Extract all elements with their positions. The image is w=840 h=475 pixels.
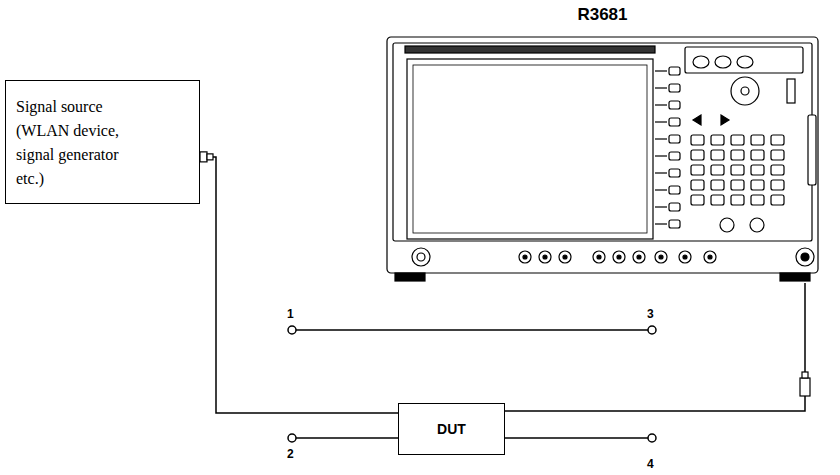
callout-number: 4	[647, 457, 654, 471]
terminal	[288, 434, 296, 442]
terminal	[648, 434, 656, 442]
dut-box: DUT	[398, 403, 505, 455]
callout-number: 1	[287, 307, 294, 321]
signal-source-box: Signal source (WLAN device, signal gener…	[5, 80, 200, 204]
node-text: DUT	[437, 421, 466, 437]
plug	[207, 154, 213, 160]
plug	[200, 152, 207, 162]
callout-number: 3	[647, 307, 654, 321]
spectrum-analyzer: R3681	[385, 35, 820, 283]
terminal	[648, 326, 656, 334]
terminal-stub	[505, 437, 648, 439]
cable	[505, 283, 805, 411]
plug	[802, 372, 808, 378]
callout-number: 2	[287, 447, 294, 461]
through-line	[296, 329, 648, 331]
terminal-stub	[296, 437, 398, 439]
plug	[800, 378, 810, 396]
analyzer-illustration	[385, 35, 820, 283]
terminal	[288, 326, 296, 334]
cable	[200, 157, 398, 413]
node-text: R3681	[385, 5, 820, 25]
node-text: Signal source (WLAN device, signal gener…	[16, 95, 146, 191]
